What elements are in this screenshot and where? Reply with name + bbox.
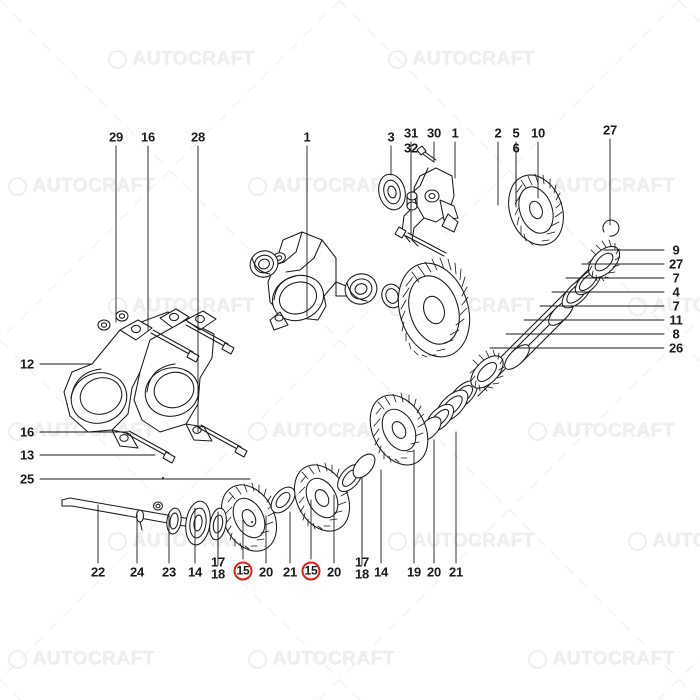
part-axle-shaft-long [61, 497, 227, 546]
callout-top-5: 5 [512, 125, 520, 141]
callout-top-31: 31 [403, 125, 419, 141]
callout-bottom-24: 24 [129, 564, 145, 580]
callout-left-25: 25 [19, 471, 35, 487]
callout-bottom-20: 20 [426, 564, 442, 580]
callout-bottom-18: 18 [210, 566, 226, 582]
callout-top-2: 2 [494, 125, 502, 141]
callout-top-3: 3 [387, 129, 395, 145]
callout-top-1: 1 [303, 129, 311, 145]
callout-left-12: 12 [19, 356, 35, 372]
callout-top-29: 29 [108, 129, 124, 145]
callout-top-1: 1 [451, 125, 459, 141]
callout-top-28: 28 [190, 129, 206, 145]
callout-bottom-19: 19 [406, 564, 422, 580]
callout-bottom-23: 23 [161, 564, 177, 580]
callout-top-10: 10 [530, 125, 546, 141]
callout-top-32: 32 [403, 140, 419, 156]
callout-right-26: 26 [668, 340, 684, 356]
callout-bottom-20: 20 [258, 564, 274, 580]
callout-bottom-14: 14 [373, 564, 389, 580]
callout-bottom-15: 15 [301, 561, 321, 581]
callout-right-11: 11 [669, 312, 683, 328]
part-nut-16 [115, 310, 129, 322]
callout-bottom-14: 14 [187, 564, 203, 580]
part-bearing-2 [344, 273, 378, 305]
part-nut-29 [97, 319, 111, 331]
callout-top-27: 27 [602, 122, 618, 138]
callout-top-16: 16 [140, 129, 156, 145]
callout-right-9: 9 [672, 242, 680, 258]
part-ring-gear-10 [397, 257, 471, 358]
callout-right-27: 27 [668, 256, 684, 272]
callout-right-8: 8 [672, 326, 680, 342]
callout-left-16: 16 [19, 424, 35, 440]
callout-left-13: 13 [19, 447, 35, 463]
callout-right-4: 4 [672, 284, 680, 300]
callout-bottom-21: 21 [448, 564, 464, 580]
callout-bottom-15: 15 [233, 561, 253, 581]
callout-top-6: 6 [512, 140, 520, 156]
part-oil-seal-3 [378, 173, 406, 211]
part-bolt-lower-right-1 [394, 226, 447, 257]
part-bevel-wheel-upper [508, 173, 564, 246]
callout-bottom-22: 22 [90, 564, 106, 580]
part-bearing-carrier-bracket [63, 308, 248, 464]
callout-bottom-18: 18 [354, 566, 370, 582]
callout-right-7: 7 [672, 298, 680, 314]
part-bolt-30 [416, 145, 437, 163]
part-snap-ring-27 [602, 219, 620, 237]
callout-bottom-20: 20 [326, 564, 342, 580]
callout-top-30: 30 [426, 125, 442, 141]
callout-bottom-21: 21 [282, 564, 298, 580]
callout-right-7: 7 [672, 270, 680, 286]
